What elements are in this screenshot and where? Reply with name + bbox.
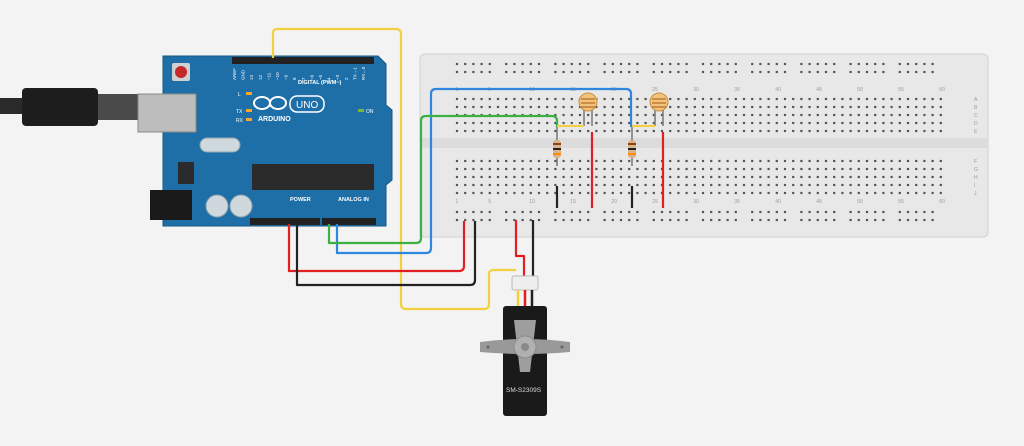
row-letter: F bbox=[974, 159, 977, 165]
digital-pin-label: AREF bbox=[232, 68, 237, 80]
wire-black-gnd[interactable] bbox=[295, 221, 477, 287]
analog-header[interactable] bbox=[322, 218, 376, 225]
servo-model-label: SM-S2309S bbox=[506, 387, 542, 394]
tx-led-label: TX bbox=[236, 109, 243, 115]
power-label: POWER bbox=[290, 197, 311, 203]
column-number: 30 bbox=[693, 199, 699, 205]
row-letter: I bbox=[974, 183, 975, 189]
column-number: 50 bbox=[857, 87, 863, 93]
arduino-brand: ARDUINO bbox=[258, 116, 291, 123]
digital-pin-label: ~9 bbox=[284, 74, 289, 80]
column-number: 15 bbox=[570, 199, 576, 205]
digital-pin-label: 12 bbox=[258, 74, 263, 80]
photoresistor-1[interactable] bbox=[578, 92, 598, 126]
wire-green[interactable] bbox=[327, 114, 559, 245]
l-led-label: L bbox=[238, 92, 241, 98]
on-label: ON bbox=[366, 109, 374, 115]
digital-pin-label: TX→1 bbox=[352, 67, 357, 80]
digital-pin-label: RX←0 bbox=[361, 66, 366, 80]
column-number: 10 bbox=[529, 199, 535, 205]
column-number: 50 bbox=[857, 199, 863, 205]
digital-header-label: DIGITAL (PWM~) bbox=[298, 80, 342, 86]
arduino-logo bbox=[253, 96, 287, 110]
power-header[interactable] bbox=[250, 218, 320, 225]
column-number: 5 bbox=[488, 199, 491, 205]
column-number: 30 bbox=[693, 87, 699, 93]
resistor-1[interactable] bbox=[553, 126, 561, 166]
wire-yellow[interactable] bbox=[271, 27, 516, 311]
digital-pin-label: ~6 bbox=[309, 74, 314, 80]
column-number: 40 bbox=[775, 199, 781, 205]
power-jack bbox=[150, 190, 192, 220]
column-number: 45 bbox=[816, 87, 822, 93]
column-number: 55 bbox=[898, 199, 904, 205]
resistor-2[interactable] bbox=[628, 126, 636, 166]
column-number: 20 bbox=[611, 199, 617, 205]
digital-pin-label: ~10 bbox=[275, 72, 280, 80]
column-number: 60 bbox=[939, 199, 945, 205]
digital-pin-label: 2 bbox=[344, 77, 349, 80]
row-letter: J bbox=[974, 191, 977, 197]
row-letter: D bbox=[974, 121, 978, 127]
wires bbox=[271, 27, 665, 311]
digital-pin-label: 4 bbox=[327, 77, 332, 80]
wire-red-servo[interactable] bbox=[514, 220, 526, 276]
column-number: 25 bbox=[652, 87, 658, 93]
row-letter: G bbox=[974, 167, 978, 173]
digital-pin-label: GND bbox=[241, 69, 246, 80]
analog-label: ANALOG IN bbox=[338, 197, 369, 203]
column-number: 45 bbox=[816, 199, 822, 205]
column-number: 60 bbox=[939, 87, 945, 93]
column-number: 25 bbox=[652, 199, 658, 205]
microcontroller-chip bbox=[252, 164, 374, 190]
digital-pin-label: 13 bbox=[249, 74, 254, 80]
row-letter: B bbox=[974, 105, 978, 111]
wire-red-5v[interactable] bbox=[287, 221, 466, 273]
arduino-model: UNO bbox=[296, 100, 318, 111]
digital-pin-label: ~3 bbox=[335, 74, 340, 80]
breadboard-holes bbox=[455, 62, 942, 222]
servo-connector bbox=[511, 275, 539, 306]
column-number: 1 bbox=[456, 199, 459, 205]
row-letter: H bbox=[974, 175, 978, 181]
photoresistor-2[interactable] bbox=[649, 92, 669, 126]
digital-pin-label: ~11 bbox=[266, 72, 271, 80]
rx-led-label: RX bbox=[236, 118, 244, 124]
column-number: 55 bbox=[898, 87, 904, 93]
servo-motor[interactable]: SM-S2309S bbox=[480, 306, 570, 416]
arduino-board[interactable]: ARDUINO UNO DIGITAL (PWM~) POWER ANALOG … bbox=[137, 55, 393, 227]
digital-header[interactable] bbox=[232, 57, 374, 64]
wire-blue[interactable] bbox=[335, 87, 633, 255]
row-letter: E bbox=[974, 129, 978, 135]
digital-pin-label: 7 bbox=[301, 77, 306, 80]
row-letter: A bbox=[974, 97, 978, 103]
row-letter: C bbox=[974, 113, 978, 119]
column-number: 35 bbox=[734, 87, 740, 93]
column-number: 40 bbox=[775, 87, 781, 93]
breadboard[interactable]: 1155101015152020252530303535404045455050… bbox=[419, 53, 989, 238]
digital-pin-label: ~5 bbox=[318, 74, 323, 80]
column-number: 35 bbox=[734, 199, 740, 205]
digital-pin-label: 8 bbox=[292, 77, 297, 80]
